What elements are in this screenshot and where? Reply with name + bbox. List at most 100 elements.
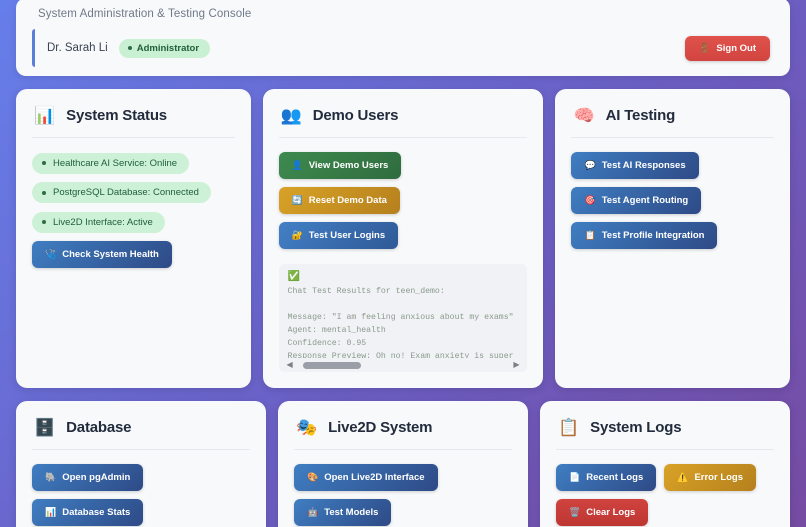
button-label: Error Logs	[694, 472, 744, 483]
open-pgadmin-button[interactable]: 🐘 Open pgAdmin	[32, 464, 144, 491]
status-text: PostgreSQL Database: Connected	[53, 187, 199, 198]
card-title: System Status	[66, 107, 167, 124]
view-demo-users-button[interactable]: 👤 View Demo Users	[278, 152, 402, 179]
button-row: 🐘 Open pgAdmin 📊 Database Stats 🗑️ Clear…	[32, 464, 250, 527]
sign-out-button[interactable]: 🚪 Sign Out	[684, 35, 770, 61]
button-row: 📄 Recent Logs ⚠️ Error Logs 🗑️ Clear Log…	[556, 464, 774, 526]
error-logs-button[interactable]: ⚠️ Error Logs	[664, 464, 757, 491]
button-row: 👤 View Demo Users 🔄 Reset Demo Data 🔐 Te…	[278, 152, 528, 249]
art-palette-icon: 🎨	[307, 472, 319, 482]
cards-grid-bottom: 🗄️ Database 🐘 Open pgAdmin 📊 Database St…	[16, 401, 790, 527]
card-system-status: 📊 System Status Healthcare AI Service: O…	[16, 89, 251, 388]
status-pill-list: Healthcare AI Service: Online PostgreSQL…	[32, 152, 235, 241]
button-label: View Demo Users	[308, 160, 389, 171]
warning-icon: ⚠️	[677, 472, 689, 482]
button-label: Test AI Responses	[601, 160, 686, 171]
card-title: System Logs	[590, 419, 682, 436]
card-header: 👥 Demo Users	[278, 103, 528, 138]
header-card: System Administration & Testing Console …	[16, 0, 790, 76]
stethoscope-icon: 🩺	[45, 248, 57, 259]
test-agent-routing-button[interactable]: 🎯 Test Agent Routing	[571, 187, 702, 214]
status-badge: Administrator	[118, 38, 211, 58]
button-label: Open Live2D Interface	[324, 472, 425, 483]
card-body: 💬 Test AI Responses 🎯 Test Agent Routing…	[571, 138, 774, 249]
button-row: 🩺 Check System Health	[32, 240, 235, 268]
puppet-icon: 🤖	[307, 507, 319, 517]
check-system-health-button[interactable]: 🩺 Check System Health	[32, 240, 172, 268]
button-row: 💬 Test AI Responses 🎯 Test Agent Routing…	[571, 152, 774, 249]
card-title: Database	[66, 419, 132, 436]
card-body: 👤 View Demo Users 🔄 Reset Demo Data 🔐 Te…	[278, 138, 528, 372]
card-database: 🗄️ Database 🐘 Open pgAdmin 📊 Database St…	[16, 401, 266, 527]
open-live2d-interface-button[interactable]: 🎨 Open Live2D Interface	[294, 464, 438, 491]
button-label: Test User Logins	[308, 230, 386, 241]
button-label: Test Models	[324, 507, 379, 518]
user-identity-group: Dr. Sarah Li Administrator	[47, 38, 211, 58]
button-label: Open pgAdmin	[62, 472, 131, 483]
database-stats-button[interactable]: 📊 Database Stats	[32, 499, 144, 526]
card-demo-users: 👥 Demo Users 👤 View Demo Users 🔄 Reset D…	[262, 89, 544, 388]
users-icon: 👥	[280, 106, 302, 125]
status-dot-icon	[42, 190, 46, 195]
card-title: AI Testing	[605, 107, 676, 124]
console-output-text: Chat Test Results for teen_demo: Message…	[287, 287, 514, 358]
status-dot-icon	[42, 220, 46, 224]
user-info-row: Dr. Sarah Li Administrator 🚪 Sign Out	[32, 29, 774, 67]
test-models-button[interactable]: 🤖 Test Models	[294, 499, 392, 526]
status-pill: Live2D Interface: Active	[32, 211, 165, 233]
card-body: 📄 Recent Logs ⚠️ Error Logs 🗑️ Clear Log…	[556, 450, 774, 526]
card-ai-testing: 🧠 AI Testing 💬 Test AI Responses 🎯 Test …	[555, 89, 790, 388]
scroll-left-icon[interactable]: ◀	[286, 360, 293, 369]
refresh-icon: 🔄	[291, 195, 303, 205]
button-label: Database Stats	[62, 507, 131, 518]
scrollbar-track[interactable]	[299, 361, 508, 369]
page-subtitle: System Administration & Testing Console	[38, 8, 252, 20]
scroll-right-icon[interactable]: ▶	[513, 360, 520, 369]
button-label: Check System Health	[62, 248, 159, 260]
card-title: Live2D System	[328, 419, 433, 436]
chart-icon: 📊	[45, 507, 57, 517]
scrollbar-thumb[interactable]	[302, 361, 362, 369]
button-label: Clear Logs	[586, 507, 636, 518]
sign-out-label: Sign Out	[716, 42, 756, 54]
test-ai-responses-button[interactable]: 💬 Test AI Responses	[571, 152, 699, 179]
card-title: Demo Users	[312, 107, 399, 124]
reset-demo-data-button[interactable]: 🔄 Reset Demo Data	[278, 187, 400, 214]
card-header: 🎭 Live2D System	[294, 415, 512, 450]
card-body: 🐘 Open pgAdmin 📊 Database Stats 🗑️ Clear…	[32, 450, 250, 527]
card-live2d-system: 🎭 Live2D System 🎨 Open Live2D Interface …	[278, 401, 528, 527]
console-output-panel: ✅ Chat Test Results for teen_demo: Messa…	[278, 264, 528, 372]
card-body: 🎨 Open Live2D Interface 🤖 Test Models 📦 …	[294, 450, 512, 527]
performing-arts-icon: 🎭	[296, 418, 318, 437]
test-user-logins-button[interactable]: 🔐 Test User Logins	[278, 222, 399, 249]
card-header: 📊 System Status	[32, 103, 235, 138]
bar-chart-icon: 📊	[34, 106, 56, 125]
button-row: 🎨 Open Live2D Interface 🤖 Test Models 📦 …	[294, 464, 512, 527]
button-label: Recent Logs	[586, 472, 644, 483]
clear-logs-button[interactable]: 🗑️ Clear Logs	[556, 499, 649, 526]
clipboard-icon: 📋	[584, 230, 596, 240]
status-dot-icon	[127, 46, 132, 50]
cards-grid-top: 📊 System Status Healthcare AI Service: O…	[16, 89, 790, 388]
horizontal-scrollbar[interactable]: ◀ ▶	[285, 358, 522, 372]
person-icon: 👤	[291, 160, 303, 170]
card-body: Healthcare AI Service: Online PostgreSQL…	[32, 138, 235, 268]
card-header: 🗄️ Database	[32, 415, 250, 450]
user-name: Dr. Sarah Li	[47, 42, 108, 54]
button-label: Reset Demo Data	[308, 195, 387, 206]
lock-icon: 🔐	[291, 230, 303, 240]
file-cabinet-icon: 🗄️	[34, 418, 56, 437]
card-system-logs: 📋 System Logs 📄 Recent Logs ⚠️ Error Log…	[540, 401, 790, 527]
test-profile-integration-button[interactable]: 📋 Test Profile Integration	[571, 222, 718, 249]
status-text: Healthcare AI Service: Online	[53, 157, 178, 169]
card-header: 📋 System Logs	[556, 415, 774, 450]
role-label: Administrator	[136, 42, 200, 54]
success-check-icon: ✅	[287, 271, 300, 282]
status-pill: Healthcare AI Service: Online	[32, 152, 190, 174]
status-pill: PostgreSQL Database: Connected	[32, 182, 211, 203]
document-icon: 📄	[569, 472, 581, 482]
card-header: 🧠 AI Testing	[571, 103, 774, 138]
clipboard-icon: 📋	[558, 418, 580, 437]
status-dot-icon	[42, 161, 46, 165]
recent-logs-button[interactable]: 📄 Recent Logs	[556, 464, 657, 491]
